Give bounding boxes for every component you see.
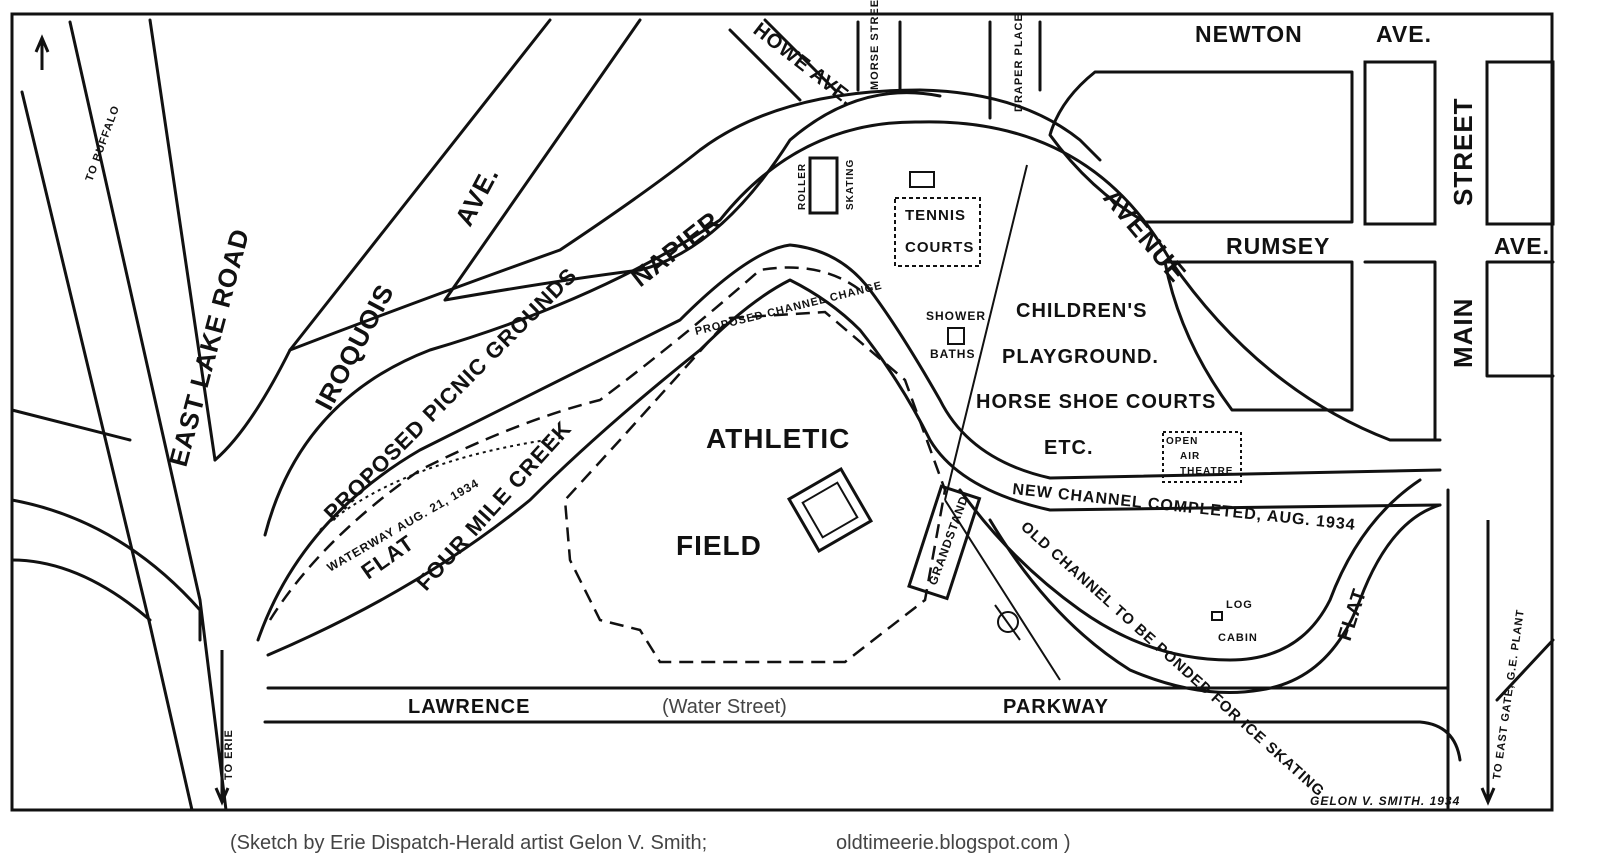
label-draper-place: DRAPER PLACE xyxy=(1013,13,1025,112)
label-main: MAIN xyxy=(1448,298,1478,368)
napier-avenue-inner xyxy=(263,120,1442,537)
east-lake-road-edge-right xyxy=(68,20,228,812)
label-cabin: CABIN xyxy=(1218,632,1258,644)
label-iroquois: IROQUOIS xyxy=(309,279,400,415)
howe-ave-road xyxy=(728,18,837,102)
block-main-left xyxy=(1363,60,1437,226)
label-rumsey-ave: AVE. xyxy=(1494,233,1550,259)
compass-north-icon xyxy=(994,604,1021,641)
label-lawrence: LAWRENCE xyxy=(408,696,530,718)
label-newton: NEWTON xyxy=(1195,21,1303,47)
lawrence-parkway-south xyxy=(263,720,1462,762)
napier-avenue-outer xyxy=(288,88,1102,352)
arrow-down-icon xyxy=(214,650,230,806)
left-crossroad xyxy=(10,408,202,642)
label-proposed-channel-change: PROPOSED CHANNEL CHANGE xyxy=(694,280,884,338)
label-old-channel: OLD CHANNEL TO BE PONDED FOR ICE SKATING xyxy=(1017,518,1328,800)
block-main-lower-left xyxy=(1363,260,1437,442)
label-street: STREET xyxy=(1448,97,1478,206)
label-water-street: (Water Street) xyxy=(662,696,787,718)
block-main-right xyxy=(1485,60,1555,226)
label-field: FIELD xyxy=(676,530,762,561)
label-childrens: CHILDREN'S xyxy=(1016,300,1147,322)
label-iroquois-ave: AVE. xyxy=(449,161,505,231)
iroquois-napier-curve-outer xyxy=(213,18,552,462)
arrow-up-icon xyxy=(34,34,50,70)
open-air-theatre-area xyxy=(1162,431,1242,483)
label-shower: SHOWER xyxy=(926,309,986,323)
label-playground: PLAYGROUND. xyxy=(1002,346,1159,368)
label-theatre-air: AIR xyxy=(1180,451,1200,462)
artist-signature: GELON V. SMITH. 1934 xyxy=(1310,794,1460,808)
iroquois-ave-edge xyxy=(148,18,217,462)
label-theatre-open: OPEN xyxy=(1166,436,1198,447)
label-newton-ave: AVE. xyxy=(1376,21,1432,47)
caption-credit: (Sketch by Erie Dispatch-Herald artist G… xyxy=(230,832,708,854)
label-tennis: TENNIS xyxy=(905,207,966,224)
label-napier: NAPIER xyxy=(625,205,726,293)
label-grandstand: GRANDSTAND xyxy=(926,493,971,587)
label-to-east-gate: TO EAST GATE, G.E. PLANT xyxy=(1491,608,1527,780)
fence-line xyxy=(944,164,1061,681)
log-cabin-building xyxy=(1211,611,1223,621)
old-channel-outer xyxy=(958,478,1422,662)
block-main-lower-right xyxy=(1485,260,1555,378)
label-horse-shoe-courts: HORSE SHOE COURTS xyxy=(976,391,1216,413)
proposed-channel-dashed xyxy=(268,266,861,621)
caption-site: oldtimeerie.blogspot.com ) xyxy=(836,832,1071,854)
ball-diamond-inner xyxy=(801,481,859,539)
athletic-field-outline xyxy=(563,310,947,664)
label-courts: COURTS xyxy=(905,239,974,256)
small-building xyxy=(909,171,935,188)
tennis-courts-area xyxy=(894,197,981,267)
grandstand-structure xyxy=(907,484,982,601)
label-to-erie: TO ERIE xyxy=(223,729,235,780)
label-baths: BATHS xyxy=(930,347,975,361)
iroquois-napier-block xyxy=(443,18,942,302)
block-newton xyxy=(1048,70,1354,224)
label-etc: ETC. xyxy=(1044,437,1094,459)
label-morse-street: MORSE STREET xyxy=(869,0,881,90)
old-channel-inner xyxy=(988,503,1442,694)
label-rumsey: RUMSEY xyxy=(1226,233,1330,259)
label-flat-right: FLAT xyxy=(1334,586,1371,644)
label-avenue: AVENUE xyxy=(1097,183,1192,288)
east-lake-road-edge-left xyxy=(20,90,194,812)
map-border xyxy=(10,12,1554,812)
main-street-lower xyxy=(1446,488,1555,812)
draper-place-road xyxy=(988,20,1042,120)
label-theatre-name: THEATRE xyxy=(1180,466,1233,477)
four-mile-creek-south-bank xyxy=(266,278,1442,657)
label-roller: ROLLER xyxy=(797,163,808,210)
ball-diamond xyxy=(786,466,874,554)
four-mile-creek-north-bank xyxy=(256,243,1442,642)
block-rumsey xyxy=(1163,260,1354,412)
label-athletic: ATHLETIC xyxy=(706,423,850,454)
arrow-east-gate-icon xyxy=(1480,520,1496,806)
morse-street-road xyxy=(856,20,902,94)
shower-baths-building xyxy=(947,327,965,345)
label-log: LOG xyxy=(1226,599,1253,611)
label-parkway: PARKWAY xyxy=(1003,696,1109,718)
label-skating: SKATING xyxy=(845,159,856,210)
roller-skating-rink xyxy=(808,156,839,215)
